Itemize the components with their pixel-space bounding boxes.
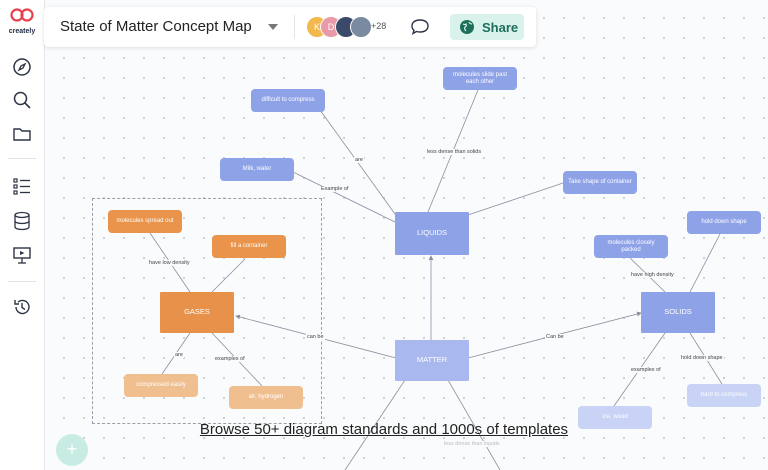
node-compressed-easily[interactable]: compressed easily — [124, 374, 198, 397]
presentation-icon[interactable] — [11, 244, 33, 266]
node-molecules-spread[interactable]: molecules spread out — [108, 210, 182, 233]
avatar-photo[interactable] — [350, 16, 372, 38]
plus-icon: + — [66, 439, 78, 459]
node-air-hydrogen[interactable]: air, hydrogen — [229, 386, 303, 409]
logo-text: creately — [8, 28, 36, 35]
add-fab-button[interactable]: + — [56, 434, 88, 466]
node-matter[interactable]: MATTER — [395, 340, 469, 381]
node-take-shape[interactable]: Take shape of container — [563, 171, 637, 194]
edge-label-can-be-gases: can be — [306, 334, 325, 340]
search-icon[interactable] — [11, 89, 33, 111]
globe-icon — [460, 20, 474, 34]
toolbar-divider — [294, 15, 295, 39]
list-icon[interactable] — [11, 175, 33, 197]
gases-group-frame[interactable] — [92, 198, 322, 424]
edge-label-example-of: Example of — [320, 186, 350, 192]
comment-icon[interactable] — [409, 17, 431, 37]
node-hard-to-compress[interactable]: hard to compress — [687, 384, 761, 407]
top-toolbar: State of Matter Concept Map K D +28 Shar… — [44, 7, 536, 47]
edge-matter-bottom-left — [344, 379, 406, 470]
edge-label-have-high-density: have high density — [630, 272, 675, 278]
document-title[interactable]: State of Matter Concept Map — [60, 18, 252, 35]
edge-label-can-be-solids: Can be — [545, 334, 565, 340]
history-icon[interactable] — [11, 296, 33, 318]
edge-label-hold-down-shape: hold down shape — [680, 355, 724, 361]
sidebar-divider — [8, 281, 36, 282]
edge-matter-bottom-right — [447, 379, 501, 470]
edge-label-examples-of-solids: examples of — [630, 367, 662, 373]
edge-label-less-dense: less dense than solids — [426, 149, 483, 155]
edge-label-are-liquids: are — [354, 157, 364, 163]
node-ice-wood[interactable]: ice, wood — [578, 406, 652, 429]
share-button[interactable]: Share — [450, 14, 524, 40]
database-icon[interactable] — [11, 210, 33, 232]
logo-mark-icon — [10, 8, 34, 22]
edge-label-examples-of-gases: examples of — [214, 356, 246, 362]
collaborator-count[interactable]: +28 — [371, 21, 387, 31]
node-difficult-to-compress[interactable]: difficult to compress — [251, 89, 325, 112]
edge-label-bottom-faint: less dense than liquids — [443, 441, 501, 447]
left-sidebar: creately — [0, 0, 45, 470]
edge-gases-fill — [211, 258, 246, 293]
node-gases[interactable]: GASES — [160, 292, 234, 333]
node-molecules-packed[interactable]: molecules closely packed — [594, 235, 668, 258]
title-dropdown-icon[interactable] — [268, 24, 278, 30]
node-milk-water[interactable]: Milk, water — [220, 158, 294, 181]
creately-logo[interactable]: creately — [4, 8, 40, 35]
node-fill-container[interactable]: fill a container — [212, 235, 286, 258]
templates-banner-link[interactable]: Browse 50+ diagram standards and 1000s o… — [199, 421, 569, 438]
edge-label-have-low-density: have low density — [148, 260, 191, 266]
node-molecules-slide[interactable]: molecules slide past each other — [443, 67, 517, 90]
sidebar-divider — [8, 158, 36, 159]
folder-icon[interactable] — [11, 123, 33, 145]
edge-liquids-take-shape — [467, 181, 567, 216]
edge-liquids-milk — [292, 171, 396, 223]
node-liquids[interactable]: LIQUIDS — [395, 212, 469, 255]
edge-solids-hold — [689, 233, 721, 293]
node-hold-shape[interactable]: hold down shape — [687, 211, 761, 234]
share-label: Share — [482, 20, 519, 35]
compass-icon[interactable] — [11, 56, 33, 78]
edge-label-are-gases: are — [174, 352, 184, 358]
node-solids[interactable]: SOLIDS — [641, 292, 715, 333]
